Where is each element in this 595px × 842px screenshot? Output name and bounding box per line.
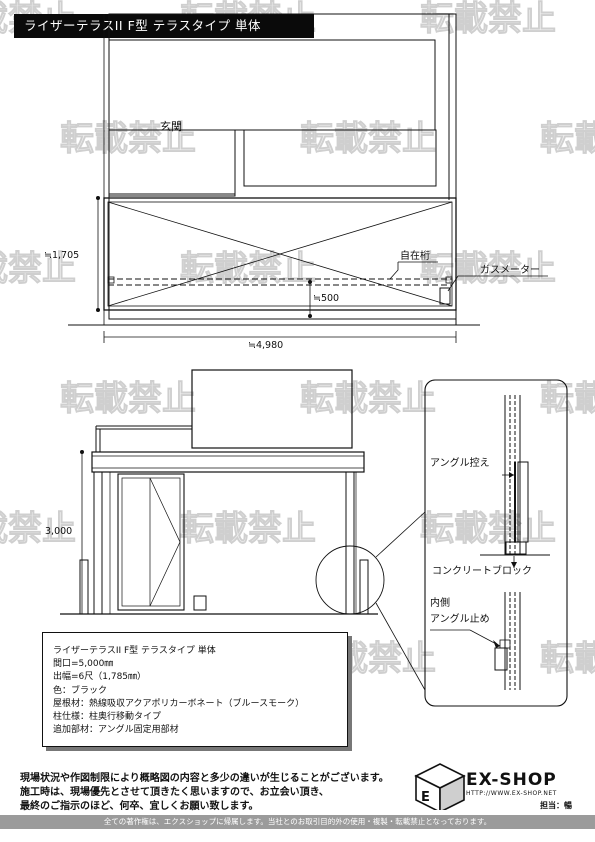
elev-post-left xyxy=(93,471,103,615)
notice-line: 最終のご指示のほど、何卒、宜しくお願い致します。 xyxy=(20,801,259,812)
spec-box: ライザーテラスII F型 テラスタイプ 単体 間口=5,000㎜ 出幅=6尺（1… xyxy=(42,632,348,747)
detail-block xyxy=(505,541,527,555)
copyright-footer: 全ての著作権は、エクスショップに帰属します。当社とのお取引目的外の使用・複製・転… xyxy=(0,815,595,829)
elevation-view xyxy=(60,369,426,691)
plan-terrace-frame xyxy=(103,197,457,311)
staff-label: 担当：暢 xyxy=(540,801,572,810)
detail-frame xyxy=(424,379,568,707)
svg-text:E: E xyxy=(421,790,430,805)
elev-upper-room xyxy=(191,369,353,449)
dim-gap: ≒500 xyxy=(313,293,339,304)
exshop-logo-icon: E xyxy=(414,763,466,810)
label-gas-meter: ガスメーター xyxy=(480,264,540,276)
label-angle-brace: アングル控え xyxy=(430,456,490,469)
notice: 現場状況や作図制限により概略図の内容と多少の違いが生じることがございます。 施工… xyxy=(20,772,400,814)
spec-line: 柱仕様：柱奥行移動タイプ xyxy=(53,712,162,723)
label-entrance: 玄関 xyxy=(160,119,182,133)
plan-house-wall xyxy=(108,13,457,320)
dim-width: ≒4,980 xyxy=(248,340,283,351)
elev-door xyxy=(117,473,185,611)
elev-post-right xyxy=(345,471,355,615)
plan-entrance xyxy=(108,129,236,197)
label-inner: 内側 xyxy=(430,596,450,609)
spec-line: 屋根材：熱線吸収アクアポリカーボネート（ブルースモーク） xyxy=(53,698,305,709)
spec-line: 追加部材：アングル固定用部材 xyxy=(53,725,179,736)
notice-line: 施工時は、現場優先とさせて頂きたく思いますので、お立会い頂き、 xyxy=(20,787,329,798)
spec-line: 間口=5,000㎜ xyxy=(53,659,114,670)
detail-view xyxy=(424,379,568,707)
elev-detail-callout xyxy=(315,545,385,615)
plan-diagonal xyxy=(107,201,453,307)
spec-line: 色：ブラック xyxy=(53,685,108,696)
dim-height: 3,000 xyxy=(45,526,72,537)
dim-depth: ≒1,705 xyxy=(44,250,79,261)
brand-url: HTTP://WWW.EX-SHOP.NET xyxy=(466,790,557,797)
drawing-title: ライザーテラスII F型 テラスタイプ 単体 xyxy=(14,14,314,38)
plan-view xyxy=(68,13,548,343)
spec-line: ライザーテラスII F型 テラスタイプ 単体 xyxy=(53,646,216,656)
brand-name: EX-SHOP xyxy=(466,770,557,790)
label-beam: 自在桁 xyxy=(400,249,430,262)
label-block: コンクリートブロック xyxy=(432,564,532,577)
spec-line: 出幅=6尺（1,785㎜） xyxy=(53,672,147,683)
elev-terrace-deck xyxy=(91,451,365,473)
label-angle-stop: アングル止め xyxy=(430,612,490,625)
notice-line: 現場状況や作図制限により概略図の内容と多少の違いが生じることがございます。 xyxy=(20,773,389,784)
plan-gas-meter xyxy=(439,287,451,305)
plan-room xyxy=(108,39,436,131)
plan-window-block xyxy=(243,129,437,187)
